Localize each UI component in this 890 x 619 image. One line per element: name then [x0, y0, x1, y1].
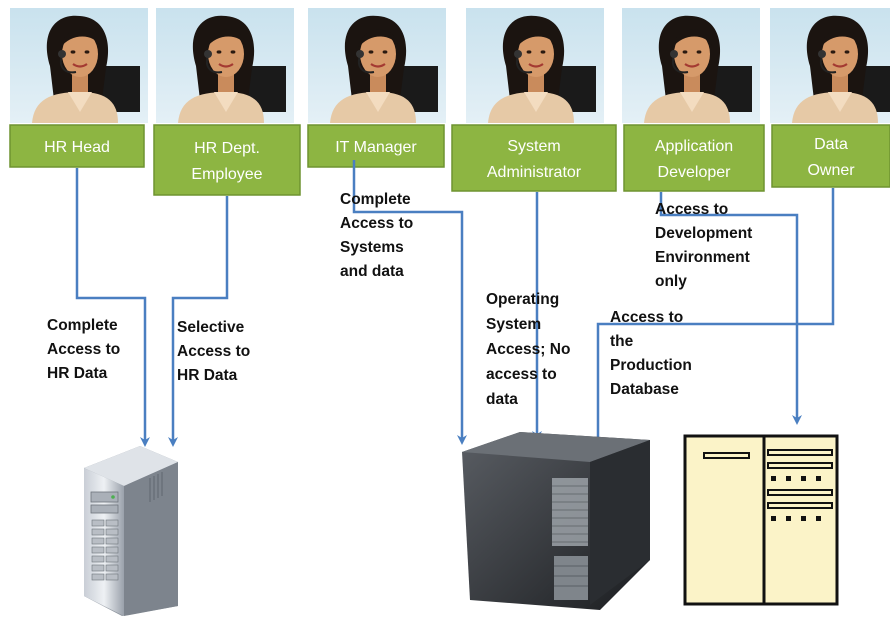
access-label-line: HR Data	[177, 367, 238, 384]
access-label-line: access to	[486, 366, 557, 383]
role-label: Developer	[658, 164, 732, 181]
access-label-line: Selective	[177, 319, 245, 336]
person-it-manager-image	[308, 8, 446, 123]
access-label-line: only	[655, 273, 687, 290]
access-label-line: Complete	[47, 317, 118, 334]
role-box-hr-employee: HR Dept. Employee	[153, 124, 301, 196]
tower-server-icon	[84, 446, 178, 616]
access-label-line: Complete	[340, 191, 411, 208]
role-label: Application	[655, 138, 733, 155]
access-label-line: Development	[655, 225, 752, 242]
access-label-line: System	[486, 316, 541, 333]
connector-hr-employee	[168, 196, 229, 447]
access-label-line: Operating	[486, 291, 559, 308]
role-label: Data	[814, 136, 848, 153]
access-label-line: HR Data	[47, 365, 108, 382]
role-label: IT Manager	[335, 139, 417, 156]
rack-server-icon	[462, 432, 650, 610]
access-label-line: data	[486, 391, 518, 408]
access-label-line: Access to	[655, 201, 728, 218]
role-label: Owner	[807, 162, 855, 179]
access-label-line: and data	[340, 263, 404, 280]
role-label: System	[507, 138, 560, 155]
access-label-line: Access to	[610, 309, 683, 326]
access-label-line: Access to	[47, 341, 120, 358]
access-label-line: Production	[610, 357, 692, 374]
connector-it-manager	[352, 160, 467, 445]
role-label: Administrator	[487, 164, 582, 181]
role-label: HR Dept.	[194, 140, 260, 157]
access-label-line: Environment	[655, 249, 750, 266]
access-label-line: Access to	[177, 343, 250, 360]
connector-data-owner	[593, 188, 835, 459]
role-label: Employee	[191, 166, 262, 183]
access-label-line: the	[610, 333, 634, 350]
access-label-line: Access; No	[486, 341, 570, 358]
person-app-developer-image	[622, 8, 760, 123]
access-label-line: Access to	[340, 215, 413, 232]
role-box-hr-head: HR Head	[9, 124, 145, 168]
person-data-owner-image	[770, 8, 890, 123]
connector-app-developer	[659, 192, 802, 425]
person-sysadmin-image	[466, 8, 604, 123]
server-cabinet-icon	[683, 434, 839, 606]
person-hr-employee-image	[156, 8, 294, 123]
connectors	[75, 160, 835, 459]
access-label-line: Systems	[340, 239, 404, 256]
connector-hr-head	[75, 168, 150, 447]
role-label: HR Head	[44, 139, 110, 156]
person-hr-head-image	[10, 8, 148, 123]
access-label-line: Database	[610, 381, 679, 398]
role-box-it-manager: IT Manager	[307, 124, 445, 168]
